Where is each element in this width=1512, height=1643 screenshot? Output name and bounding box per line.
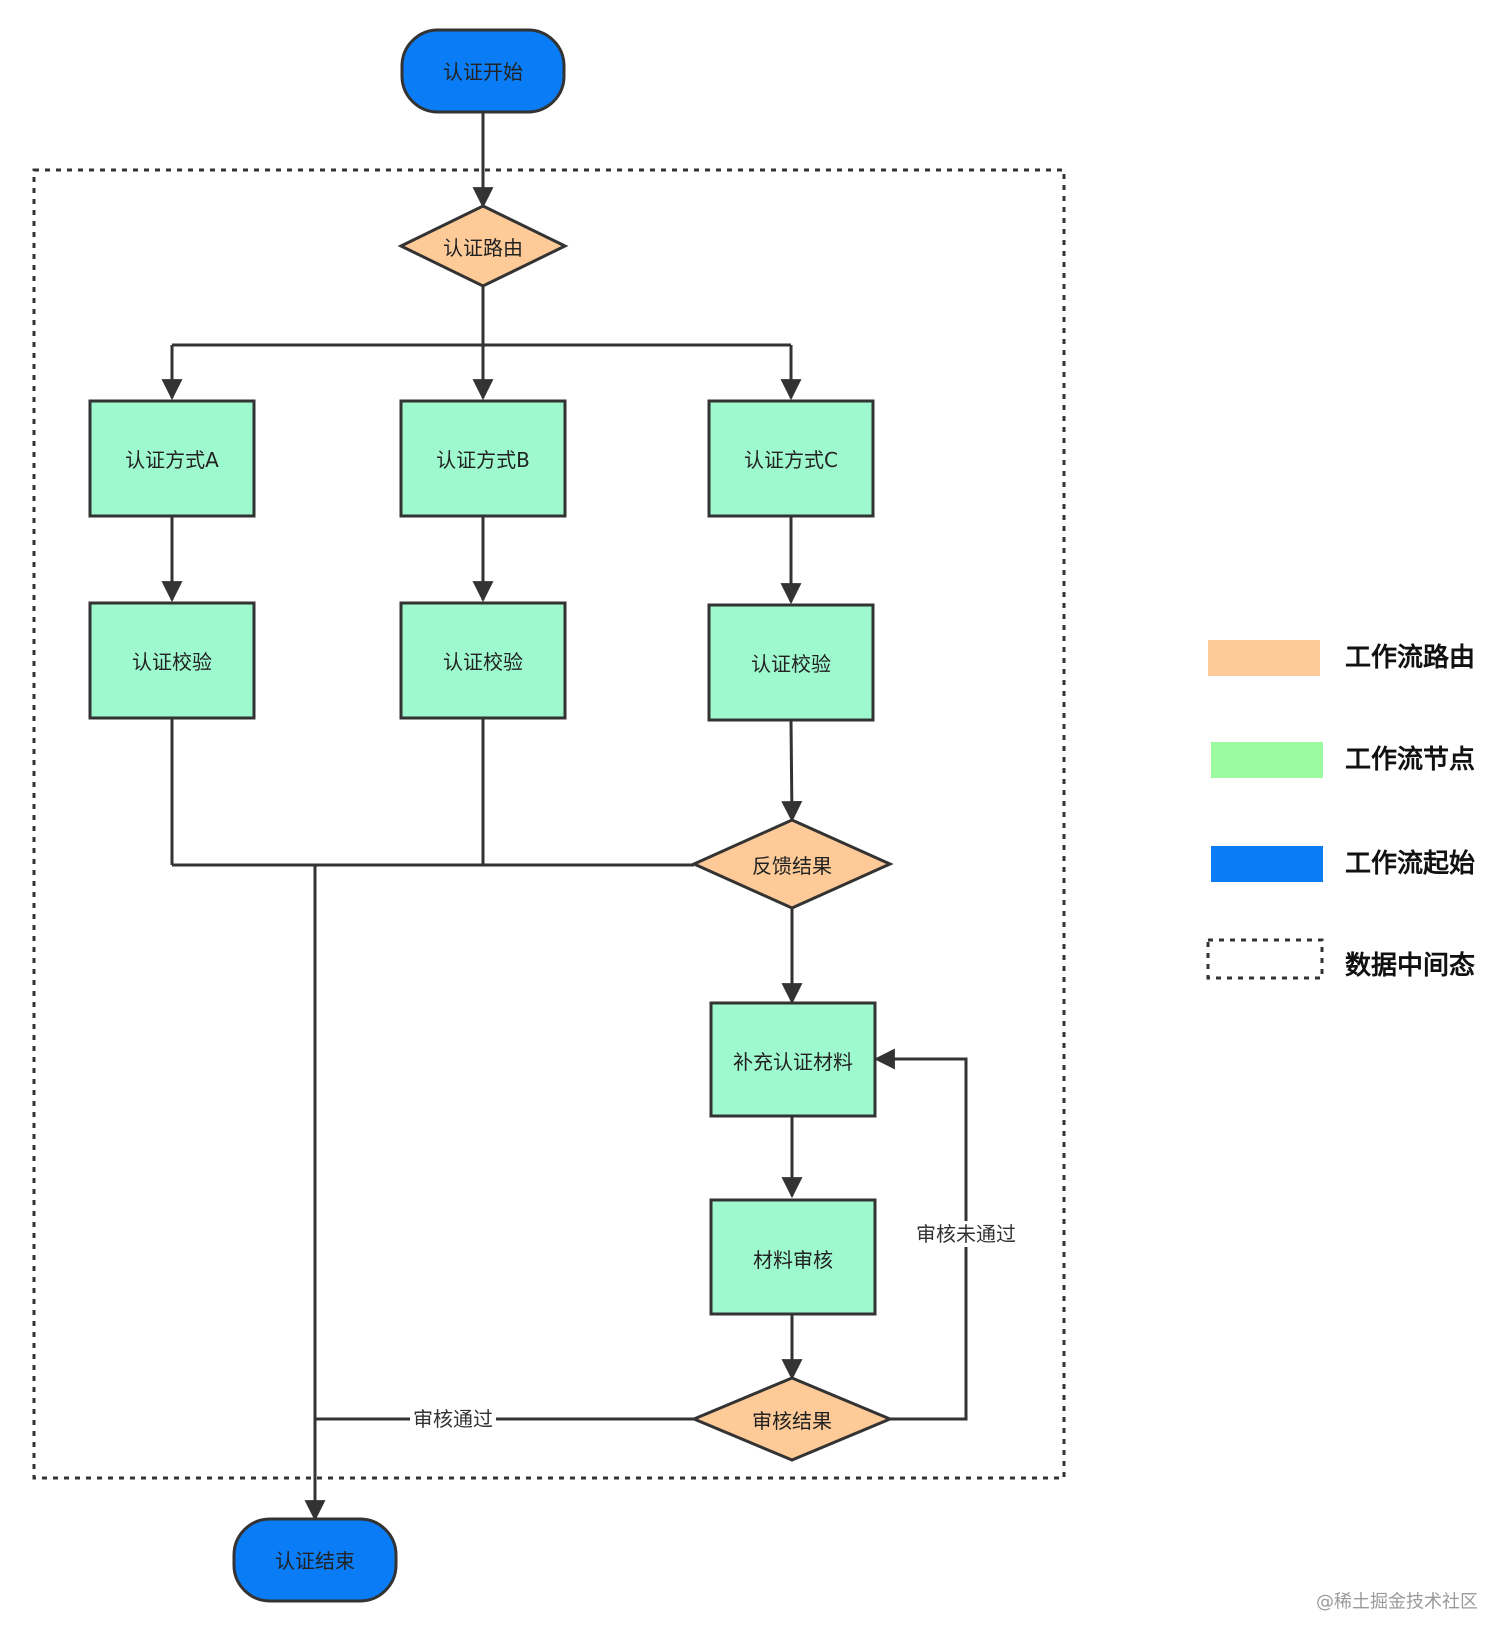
node-method-a: 认证方式A xyxy=(88,399,256,518)
legend-swatch-route xyxy=(1208,640,1320,676)
terminal-shape xyxy=(232,1517,398,1603)
node-verify-b: 认证校验 xyxy=(399,601,567,720)
legend-item-dashed: 数据中间态 xyxy=(1206,938,1475,981)
node-label: 认证校验 xyxy=(751,652,831,676)
edges xyxy=(161,112,968,1522)
legend-label: 数据中间态 xyxy=(1345,950,1475,981)
node-label: 材料审核 xyxy=(753,1248,833,1272)
process-shape xyxy=(709,1001,877,1118)
legend-item-node: 工作流节点 xyxy=(1211,742,1475,778)
node-method-b: 认证方式B xyxy=(399,399,567,518)
legend-swatch-dashed xyxy=(1206,938,1324,980)
decision-shape xyxy=(397,204,569,288)
node-label: 认证方式A xyxy=(125,448,219,472)
decision-shape xyxy=(690,1376,894,1462)
legend-label: 工作流起始 xyxy=(1345,849,1475,879)
node-review: 材料审核 xyxy=(709,1198,877,1316)
edge-verify-c-to-feedback xyxy=(781,719,803,823)
node-label: 认证校验 xyxy=(443,650,523,674)
rejected-label-bg xyxy=(910,1221,1022,1247)
node-verify-a: 认证校验 xyxy=(88,601,256,720)
terminal-shape xyxy=(400,28,566,114)
edge-label-rejected: 审核未通过 xyxy=(916,1222,1016,1246)
process-shape xyxy=(88,399,256,518)
node-route: 认证路由 xyxy=(397,204,569,288)
legend-swatch-node xyxy=(1211,742,1323,778)
legend-item-start: 工作流起始 xyxy=(1211,846,1475,882)
node-label: 认证方式B xyxy=(436,448,530,472)
node-supplement: 补充认证材料 xyxy=(709,1001,877,1118)
node-feedback: 反馈结果 xyxy=(690,818,894,910)
watermark: @稀土掘金技术社区 xyxy=(1316,1592,1478,1613)
process-shape xyxy=(707,603,875,722)
approved-label-bg xyxy=(410,1406,496,1432)
node-verify-c: 认证校验 xyxy=(707,603,875,722)
legend: 工作流路由 工作流节点 工作流起始 数据中间态 xyxy=(1206,640,1475,981)
node-review-result: 审核结果 xyxy=(690,1376,894,1462)
node-label: 认证路由 xyxy=(443,236,523,260)
node-start: 认证开始 xyxy=(400,28,566,114)
process-shape xyxy=(709,1198,877,1316)
node-label: 审核结果 xyxy=(752,1409,832,1433)
node-label: 反馈结果 xyxy=(752,854,832,878)
node-label: 认证开始 xyxy=(443,60,523,84)
decision-shape xyxy=(690,818,894,910)
legend-label: 工作流节点 xyxy=(1345,744,1475,775)
legend-label: 工作流路由 xyxy=(1345,642,1475,673)
legend-swatch-start xyxy=(1211,846,1323,882)
process-shape xyxy=(399,601,567,720)
node-end: 认证结束 xyxy=(232,1517,398,1603)
node-method-c: 认证方式C xyxy=(707,399,875,518)
node-label: 补充认证材料 xyxy=(733,1050,853,1074)
process-shape xyxy=(399,399,567,518)
process-shape xyxy=(707,399,875,518)
data-intermediate-region xyxy=(32,168,1066,1480)
node-label: 认证方式C xyxy=(744,448,838,472)
process-shape xyxy=(88,601,256,720)
legend-item-route: 工作流路由 xyxy=(1208,640,1475,676)
node-label: 认证校验 xyxy=(132,650,212,674)
node-label: 认证结束 xyxy=(275,1549,355,1573)
edge-label-approved: 审核通过 xyxy=(413,1407,493,1431)
